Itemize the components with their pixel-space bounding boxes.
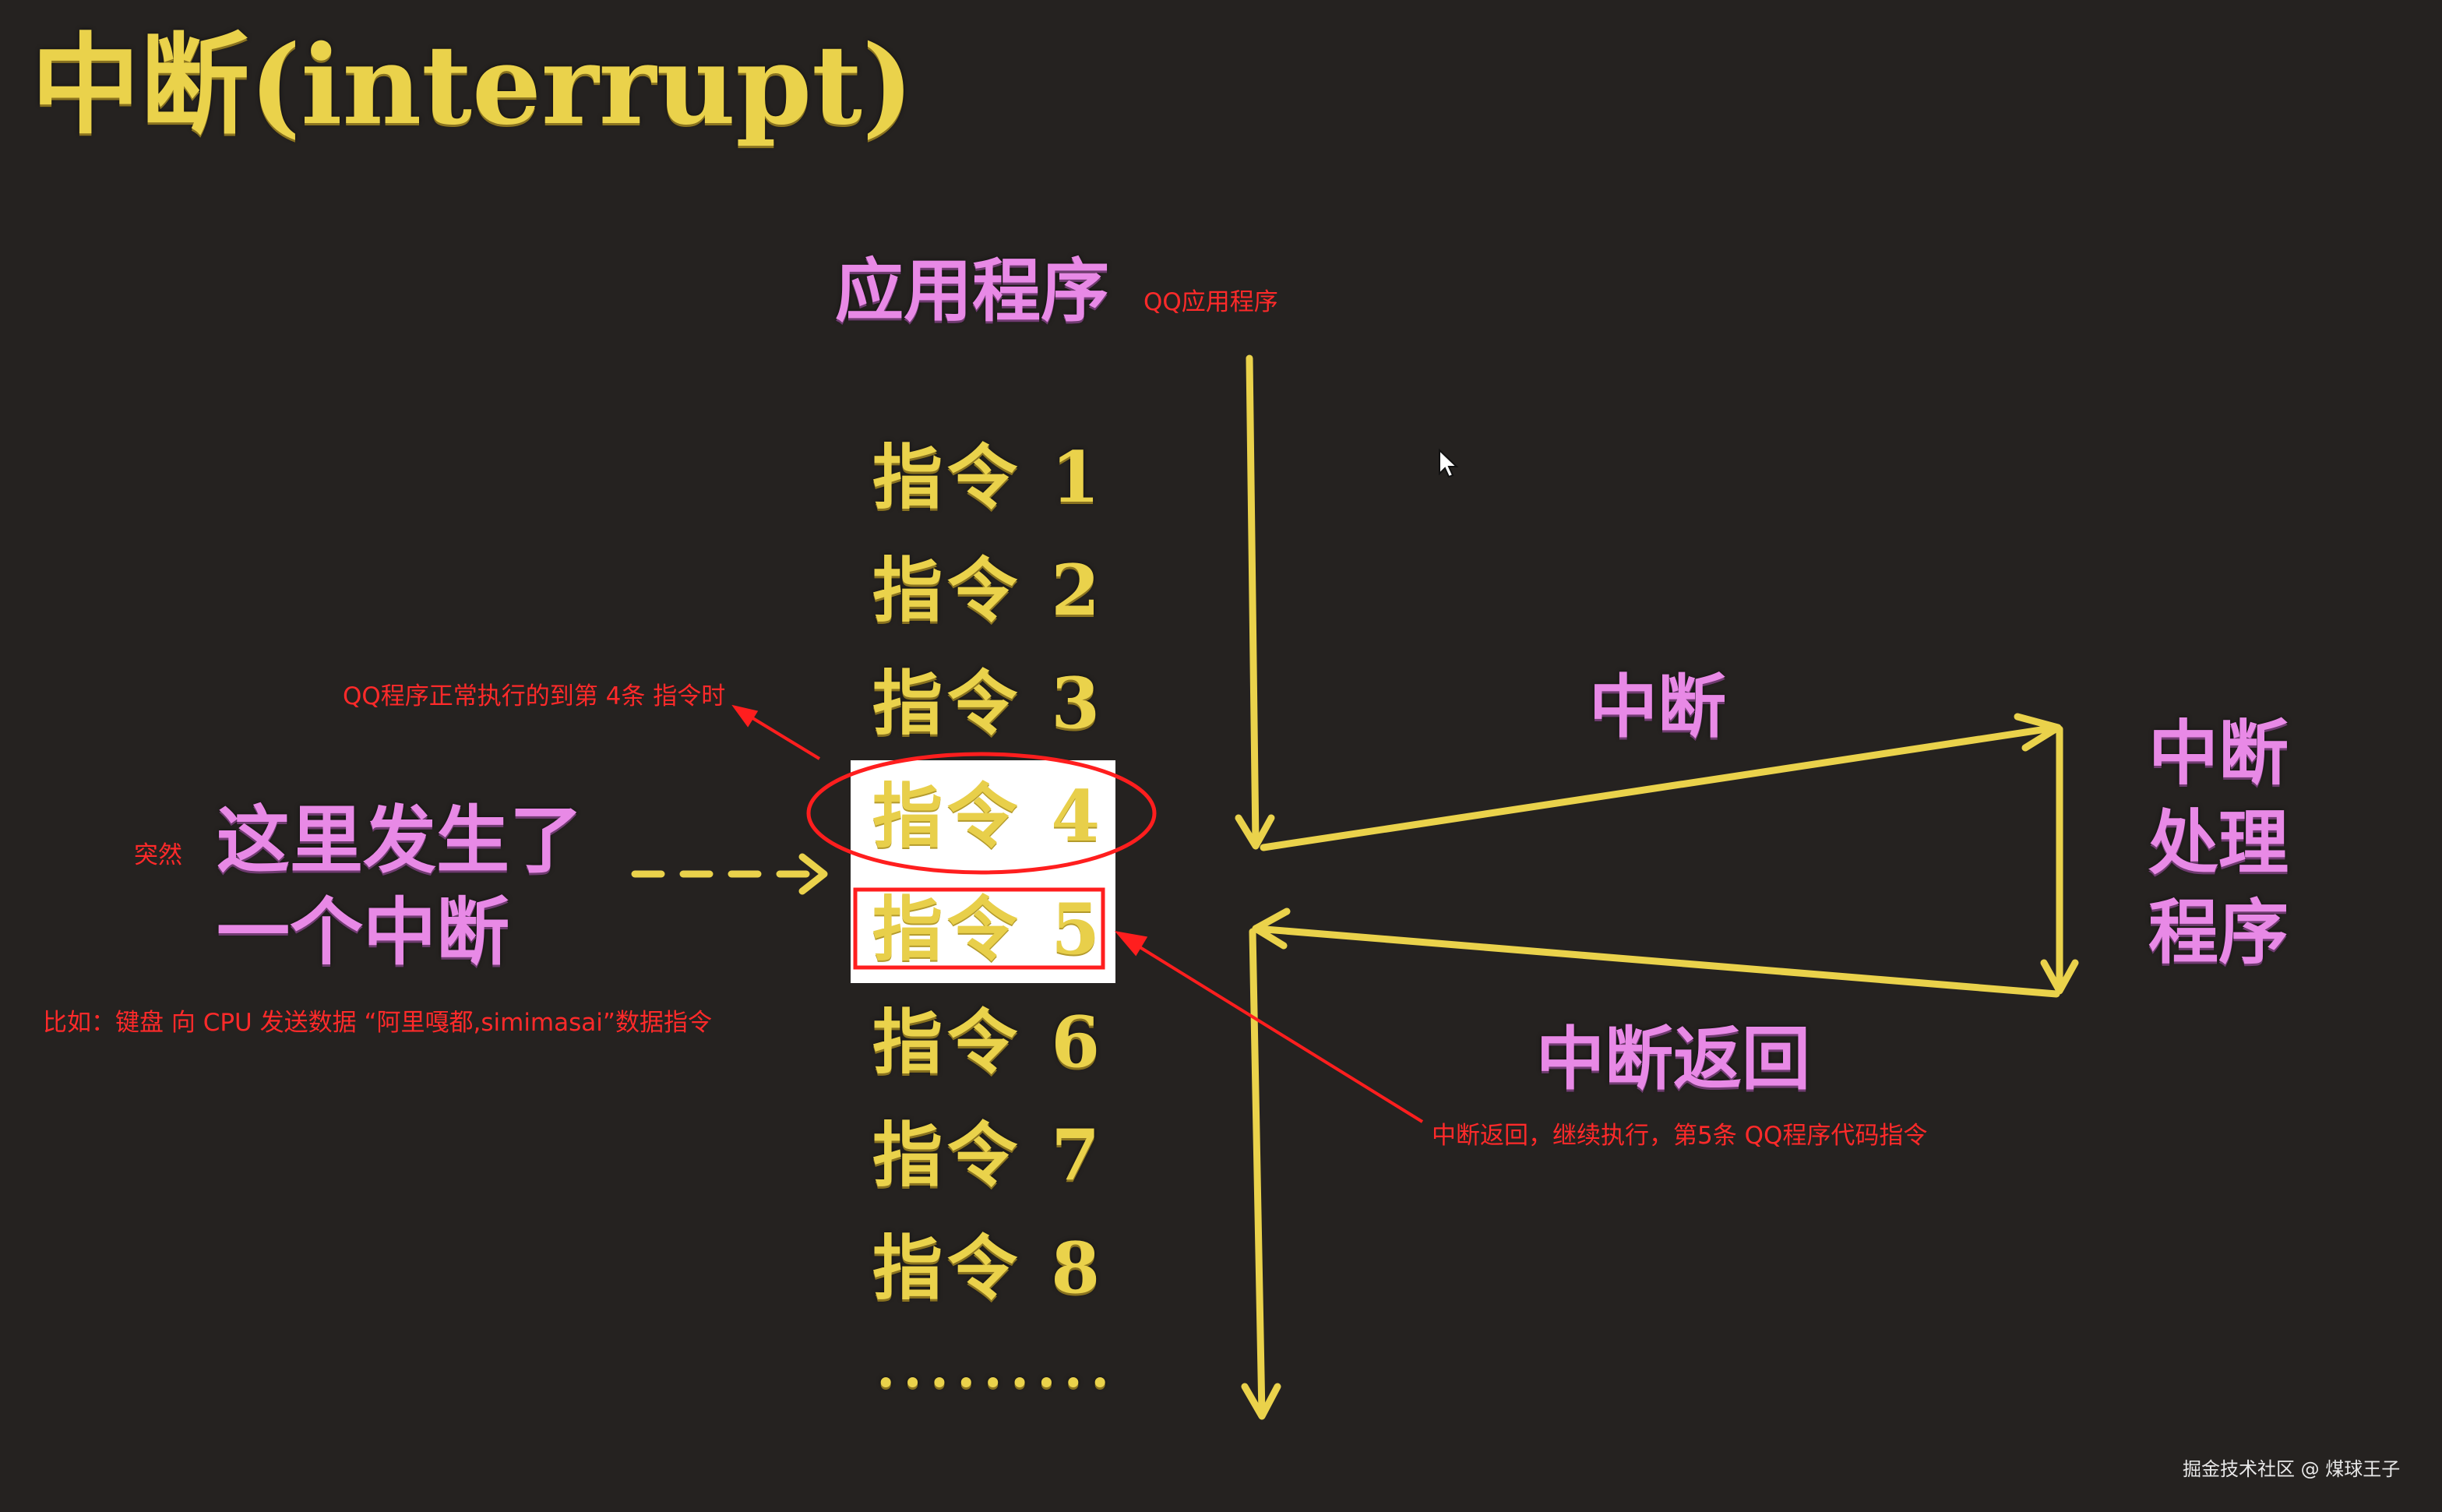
return-note: 中断返回，继续执行，第5条 QQ程序代码指令 bbox=[1432, 1122, 1928, 1150]
instruction-6: 指令 6 bbox=[872, 1001, 1105, 1084]
interrupt-occur-label: 这里发生了一个中断 bbox=[217, 798, 583, 975]
page-title: 中断(interrupt) bbox=[31, 22, 914, 150]
continue-arrow bbox=[1249, 928, 1266, 1419]
watermark: 掘金技术社区 @ 煤球王子 bbox=[2183, 1458, 2401, 1480]
instr-4-circle bbox=[806, 752, 1157, 875]
instruction-3: 指令 3 bbox=[872, 662, 1105, 745]
interrupt-return-label: 中断返回 bbox=[1536, 1018, 1811, 1099]
handler-label: 中断处理程序 bbox=[2148, 712, 2289, 974]
return-arrowhead bbox=[1252, 908, 1291, 950]
instruction-ellipsis: ········· bbox=[876, 1350, 1118, 1415]
return-pointer-line bbox=[1123, 936, 1424, 1123]
app-note: QQ应用程序 bbox=[1143, 288, 1278, 316]
interrupt-label: 中断 bbox=[1589, 666, 1727, 747]
instr-5-rectangle bbox=[853, 887, 1105, 970]
sudden-note: 突然 bbox=[134, 841, 182, 869]
q4-pointer-head bbox=[731, 704, 759, 728]
interrupt-arrow bbox=[1260, 724, 2060, 851]
instruction-5: 指令 5 bbox=[872, 888, 1105, 971]
app-label: 应用程序 bbox=[835, 250, 1110, 331]
main-flow-arrowhead bbox=[1235, 814, 1275, 850]
main-flow-arrow bbox=[1246, 354, 1260, 847]
occur-dashed-arrowhead bbox=[798, 853, 828, 895]
instruction-7: 指令 7 bbox=[872, 1114, 1105, 1197]
instruction-8: 指令 8 bbox=[872, 1227, 1105, 1309]
mouse-cursor-icon bbox=[1439, 448, 1459, 478]
instruction-2: 指令 2 bbox=[872, 549, 1105, 632]
handler-arrowhead bbox=[2040, 959, 2079, 995]
instruction-4: 指令 4 bbox=[872, 775, 1105, 858]
instruction-4-note: QQ程序正常执行的到第 4条 指令时 bbox=[343, 682, 726, 710]
continue-arrowhead bbox=[1241, 1383, 1281, 1420]
return-arrow bbox=[1252, 925, 2060, 998]
instruction-1: 指令 1 bbox=[872, 436, 1105, 519]
keyboard-example-note: 比如：键盘 向 CPU 发送数据 “阿里嘎都,simimasai”数据指令 bbox=[43, 1009, 712, 1037]
return-pointer-head bbox=[1114, 931, 1148, 957]
